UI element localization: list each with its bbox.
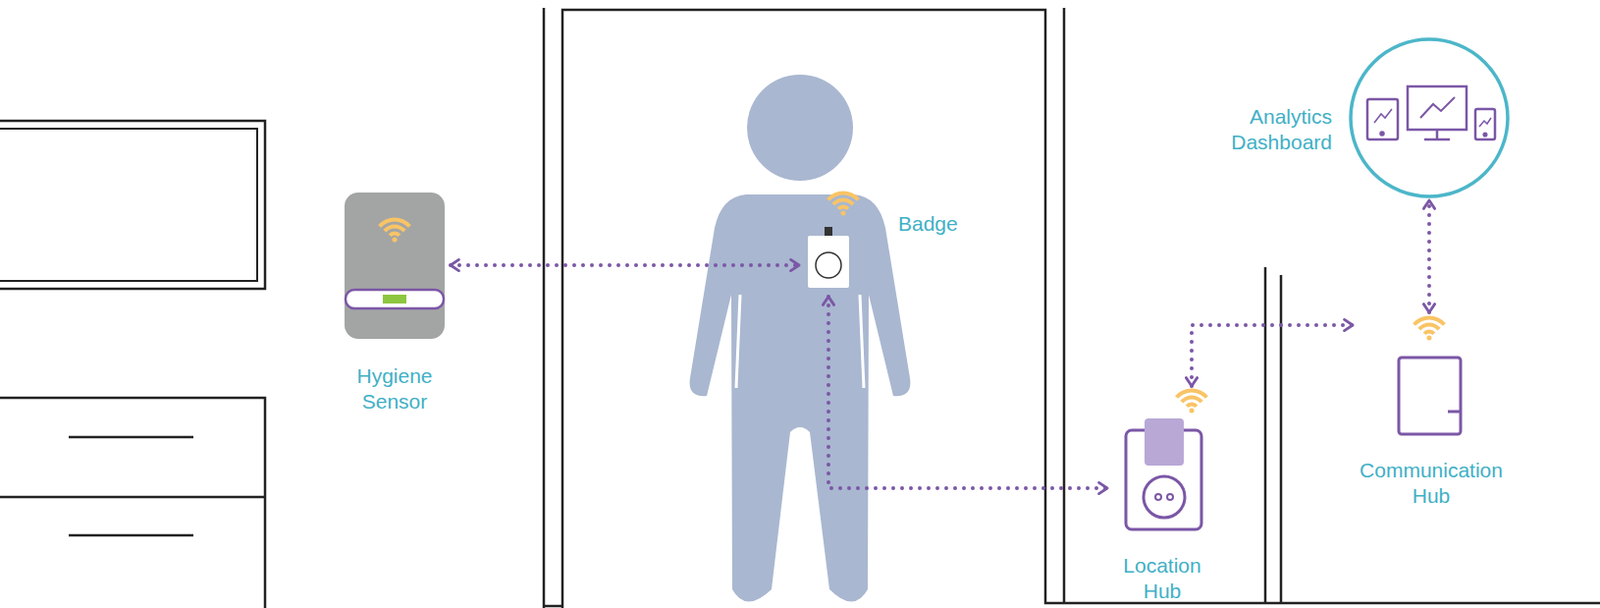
arm-gap xyxy=(736,294,741,388)
badge-card xyxy=(807,235,850,288)
device-label: Communication Hub xyxy=(1352,457,1510,510)
window-frame xyxy=(0,120,266,289)
wifi-arc xyxy=(1179,394,1203,403)
wifi-icon xyxy=(377,216,412,242)
hub-handle xyxy=(1447,410,1461,414)
drawer-cabinet xyxy=(0,397,266,608)
wifi-arc xyxy=(831,197,854,206)
person-body xyxy=(690,194,911,602)
drawer-handle xyxy=(68,435,194,439)
socket xyxy=(1143,476,1185,518)
wifi-arc xyxy=(826,190,860,201)
sensor-led xyxy=(382,294,407,304)
chart-line xyxy=(1479,117,1492,127)
hygiene-sensor-device xyxy=(344,192,445,339)
dotted-connector xyxy=(450,263,800,267)
tablet-icon xyxy=(1367,99,1398,140)
badge-button xyxy=(815,252,842,278)
tablet-button xyxy=(1381,132,1385,136)
arm-gap xyxy=(859,294,864,388)
door-frame xyxy=(562,9,1600,608)
wifi-arc xyxy=(382,223,406,232)
device-label: Badge xyxy=(898,211,959,237)
dotted-connector xyxy=(828,296,1108,488)
chart-line xyxy=(1420,97,1455,118)
floor-line xyxy=(543,604,563,608)
wifi-dot xyxy=(392,237,398,243)
wifi-icon xyxy=(1412,315,1446,340)
person-head xyxy=(746,74,854,181)
wall-line xyxy=(1264,266,1268,603)
device-node: Hygiene Sensor xyxy=(340,192,449,416)
wifi-arc xyxy=(837,204,851,211)
monitor-stand xyxy=(1436,129,1440,139)
communication-hub-device xyxy=(1398,357,1461,434)
dotted-connector xyxy=(1427,200,1432,313)
wifi-arc xyxy=(1417,321,1440,330)
device-node: Communication Hub xyxy=(1352,312,1510,510)
wifi-dot xyxy=(841,211,847,216)
device-node: Badge xyxy=(799,201,986,295)
wifi-icon xyxy=(1174,387,1209,413)
device-label: Location Hub xyxy=(1107,552,1218,605)
door-frame-line xyxy=(1063,7,1067,603)
dotted-connector xyxy=(1191,324,1353,386)
wifi-arc xyxy=(1412,315,1446,325)
device-node: Analytics Dashboard xyxy=(1189,37,1512,199)
drawer-handle xyxy=(68,533,194,537)
door-frame-line xyxy=(542,7,546,608)
wifi-icon xyxy=(826,190,860,215)
wifi-arc xyxy=(1423,328,1437,335)
socket-pin xyxy=(1155,493,1162,500)
device-label: Hygiene Sensor xyxy=(340,363,449,416)
wifi-arc xyxy=(377,216,412,227)
wifi-dot xyxy=(1189,408,1195,414)
dashboard-circle xyxy=(1350,39,1508,197)
monitor-base xyxy=(1424,138,1450,142)
device-label: Analytics Dashboard xyxy=(1189,104,1333,157)
wifi-arc xyxy=(388,230,402,237)
wifi-arc xyxy=(1174,387,1209,398)
drawer-divider xyxy=(0,495,266,499)
chart-line xyxy=(1374,108,1392,123)
socket-pin xyxy=(1167,493,1174,500)
window-pane xyxy=(0,128,258,281)
location-hub-plug xyxy=(1144,418,1184,466)
wifi-dot xyxy=(1427,335,1433,341)
phone-button xyxy=(1484,133,1488,137)
device-node: Location Hub xyxy=(1107,385,1218,605)
monitor-icon xyxy=(1407,86,1467,130)
sensor-strip xyxy=(345,289,444,309)
wifi-arc xyxy=(1185,401,1199,408)
phone-icon xyxy=(1475,108,1495,140)
